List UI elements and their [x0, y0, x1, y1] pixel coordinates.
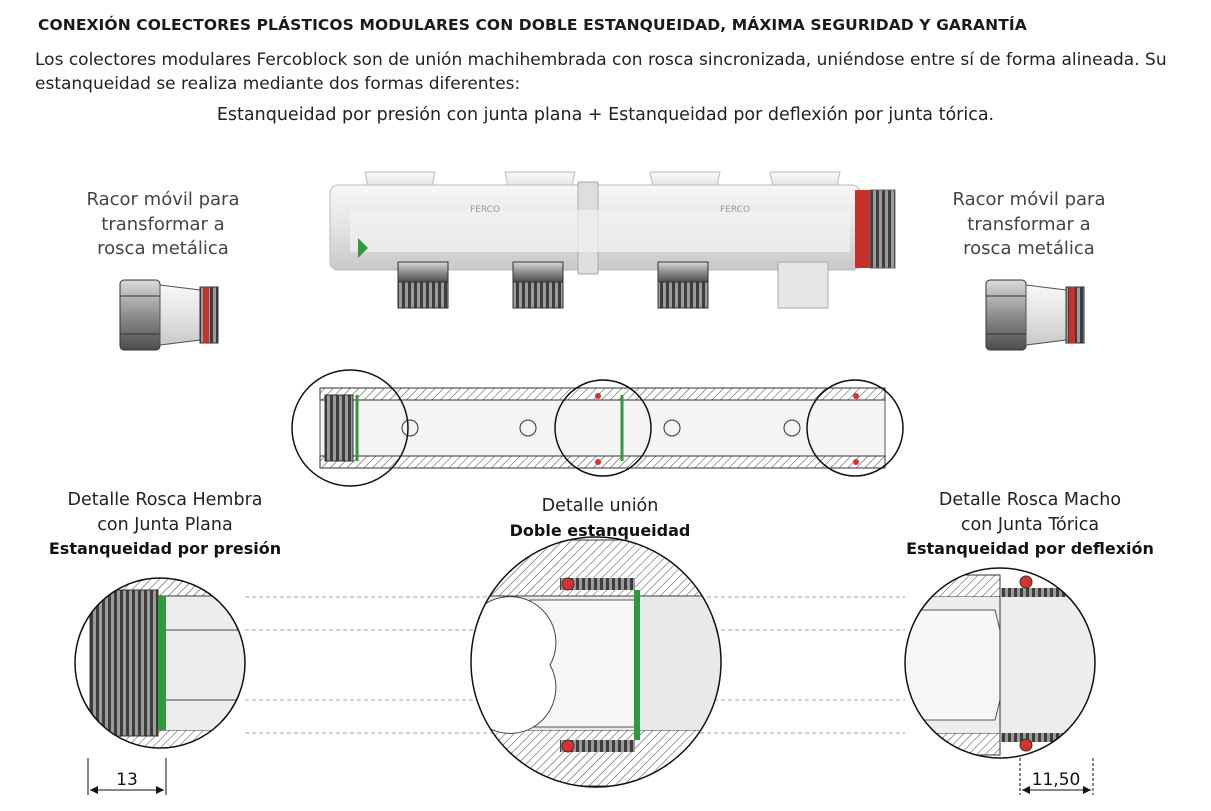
racor-right-line1: Racor móvil para	[952, 189, 1106, 210]
intro-paragraph: Los colectores modulares Fercoblock son …	[35, 50, 1167, 94]
racor-left-line1: Racor móvil para	[86, 189, 240, 210]
dimension-left: 13	[116, 770, 138, 790]
manifold-brand-1: FERCO	[470, 205, 500, 215]
detail-right-drawing: 11,50	[904, 567, 1096, 795]
detail-center-line1: Detalle unión	[541, 496, 659, 516]
detail-right-line2: con Junta Tórica	[960, 514, 1100, 535]
detail-right-bold: Estanqueidad por deflexión	[906, 539, 1154, 558]
racor-right-line3: rosca metálica	[963, 238, 1095, 259]
racor-left-label: Racor móvil para transformar a rosca met…	[58, 188, 268, 262]
racor-right-line2: transformar a	[967, 213, 1091, 235]
racor-right-fitting	[985, 279, 1085, 351]
detail-right-line1: Detalle Rosca Macho	[938, 490, 1122, 510]
manifold-assembly: FERCO FERCO	[329, 171, 896, 309]
racor-left-fitting	[119, 279, 219, 351]
manifold-section-view	[291, 369, 904, 487]
detail-left-bold: Estanqueidad por presión	[48, 539, 282, 558]
detail-left-drawing: 13	[74, 577, 246, 795]
detail-center-drawing	[470, 536, 722, 788]
dimension-right: 11,50	[1032, 770, 1081, 790]
detail-right-label: Detalle Rosca Macho con Junta Tórica Est…	[885, 488, 1175, 562]
detail-left-label: Detalle Rosca Hembra con Junta Plana Est…	[20, 488, 310, 562]
page-title: CONEXIÓN COLECTORES PLÁSTICOS MODULARES …	[38, 16, 1027, 34]
detail-center-bold: Doble estanqueidad	[509, 520, 691, 540]
racor-left-line3: rosca metálica	[97, 238, 229, 259]
detail-left-line2: con Junta Plana	[97, 514, 233, 535]
racor-left-line2: transformar a	[101, 213, 225, 235]
racor-right-label: Racor móvil para transformar a rosca met…	[924, 188, 1134, 262]
sealing-summary: Estanqueidad por presión con junta plana…	[216, 105, 995, 125]
manifold-brand-2: FERCO	[720, 205, 750, 215]
detail-left-line1: Detalle Rosca Hembra	[67, 490, 263, 510]
detail-center-label: Detalle unión Doble estanqueidad	[460, 494, 740, 543]
